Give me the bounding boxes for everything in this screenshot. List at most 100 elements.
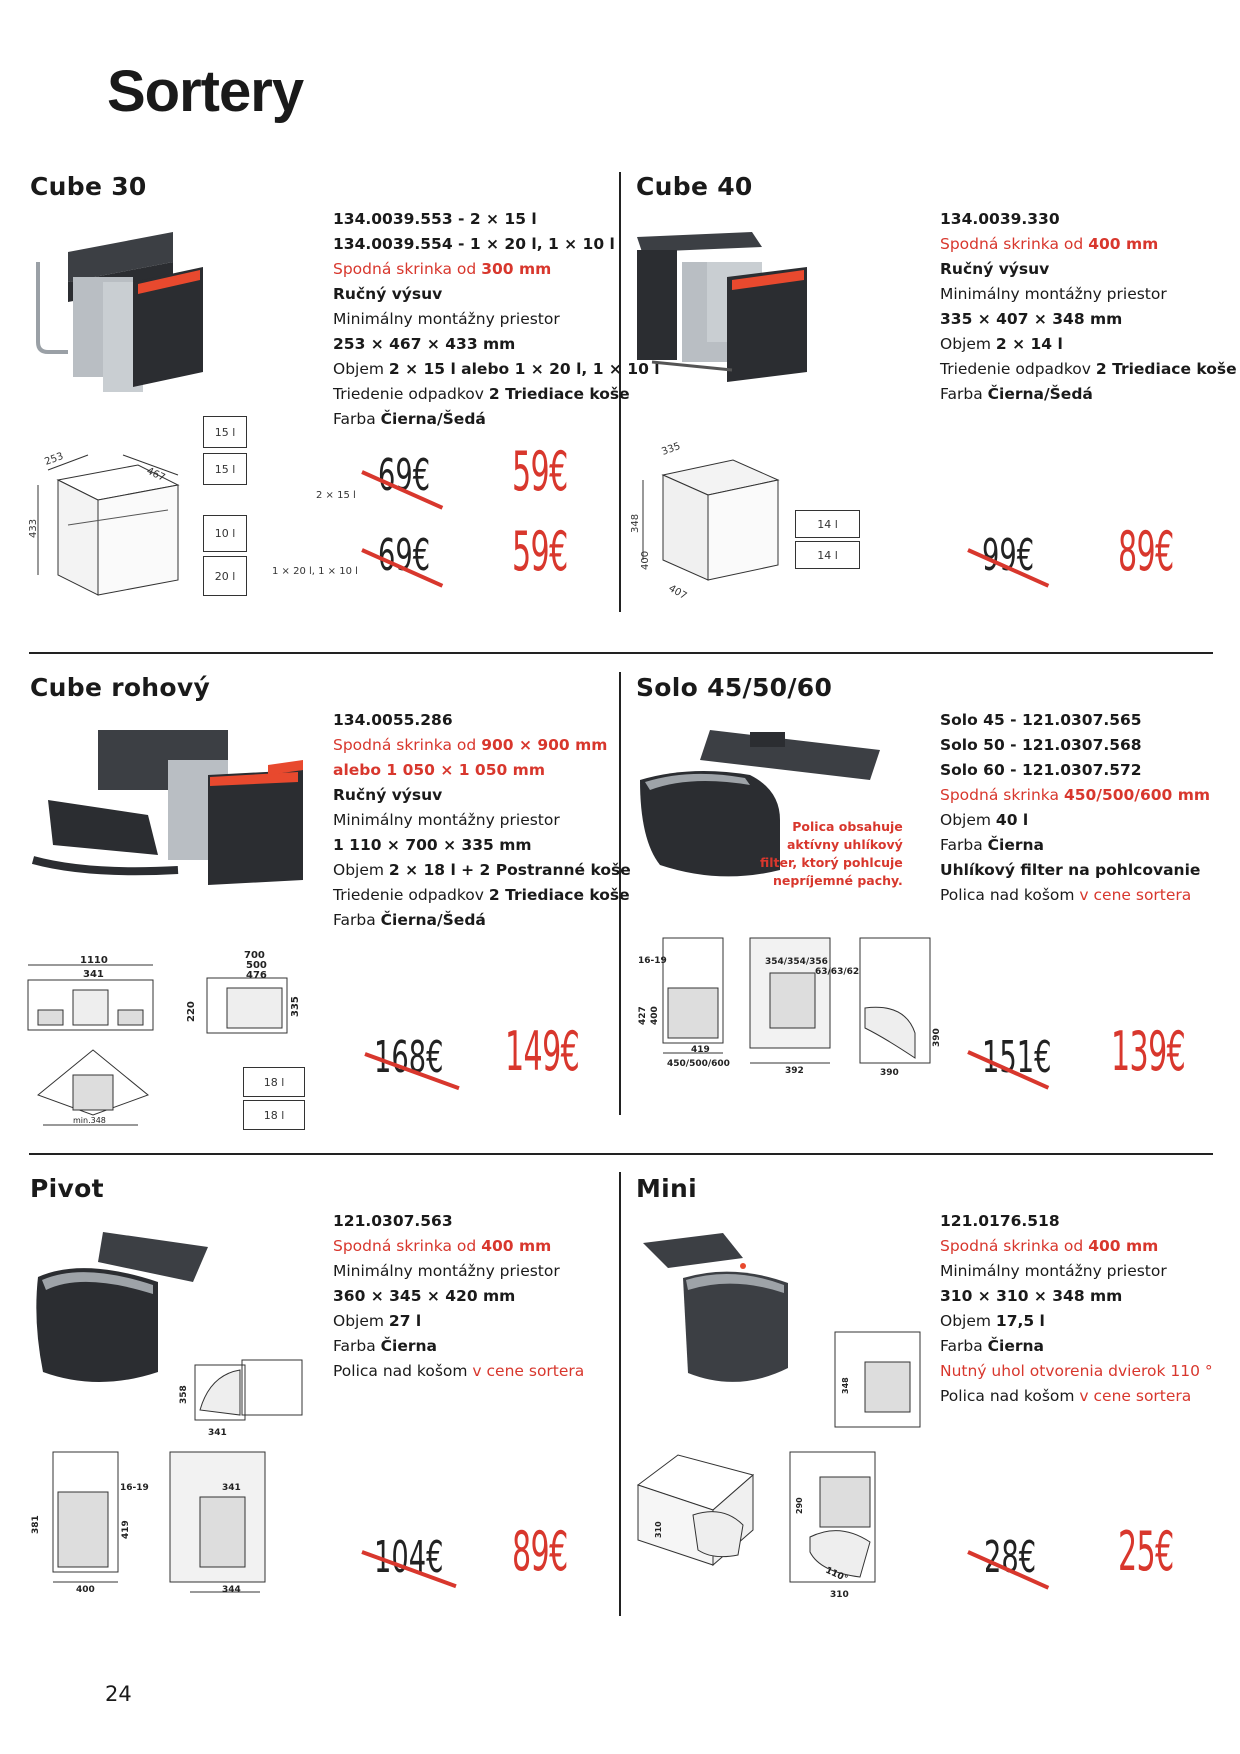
- spec-line: Solo 60 - 121.0307.572: [940, 758, 1210, 783]
- spec-line: Ručný výsuv: [333, 783, 631, 808]
- dimension-drawing: 335 348 407 400: [630, 441, 780, 602]
- row-divider-2: [29, 1153, 1213, 1155]
- spec-line: alebo 1 050 × 1 050 mm: [333, 758, 631, 783]
- spec-line: Objem 2 × 18 l + 2 Postranné koše: [333, 858, 631, 883]
- dim-label: 427: [638, 1006, 648, 1025]
- spec-text: Solo 45 - 121.0307.565: [940, 711, 1142, 729]
- spec-text: Objem: [940, 811, 996, 829]
- old-price: 69€: [378, 530, 431, 581]
- dim-label: 341: [83, 969, 104, 980]
- old-price: 168€: [374, 1032, 444, 1083]
- spec-line: Solo 45 - 121.0307.565: [940, 708, 1210, 733]
- spec-text: Polica nad košom: [940, 1387, 1080, 1405]
- product-title: Cube 30: [30, 172, 147, 201]
- spec-text: Čierna/Šedá: [987, 385, 1093, 403]
- bin-box: 18 l: [243, 1100, 305, 1130]
- spec-line: Farba Čierna/Šedá: [940, 382, 1237, 407]
- spec-text: 134.0055.286: [333, 711, 453, 729]
- dimension-drawing: 1110 341: [27, 955, 154, 1031]
- dim-label: 220: [186, 1001, 197, 1022]
- spec-text: Objem: [940, 1312, 996, 1330]
- spec-text: 40 l: [995, 811, 1029, 829]
- new-price: 139€: [1111, 1020, 1186, 1083]
- spec-text: Spodná skrinka od: [940, 1237, 1089, 1255]
- dim-label: 310: [654, 1521, 663, 1538]
- old-price: 28€: [984, 1532, 1037, 1583]
- dim-label: 344: [222, 1585, 241, 1595]
- bin-config-label: 1 × 20 l, 1 × 10 l: [272, 566, 358, 577]
- dim-label: 467: [145, 466, 167, 484]
- spec-text: Ručný výsuv: [940, 260, 1050, 278]
- spec-text: alebo 1 050 × 1 050 mm: [333, 761, 545, 779]
- spec-line: Solo 50 - 121.0307.568: [940, 733, 1210, 758]
- spec-text: 2 × 18 l + 2 Postranné koše: [388, 861, 631, 879]
- spec-text: Uhlíkový filter na pohlcovanie: [940, 861, 1201, 879]
- bin-box: 14 l: [795, 541, 860, 569]
- spec-text: Spodná skrinka od: [333, 736, 482, 754]
- dim-label: 348: [630, 514, 641, 533]
- spec-text: v cene sortera: [1079, 886, 1192, 904]
- spec-line: Spodná skrinka od 400 mm: [940, 1234, 1213, 1259]
- spec-text: Minimálny montážny priestor: [333, 1262, 560, 1280]
- spec-line: Triedenie odpadkov 2 Triediace koše: [940, 357, 1237, 382]
- spec-line: 335 × 407 × 348 mm: [940, 307, 1237, 332]
- spec-text: Triedenie odpadkov: [333, 886, 489, 904]
- dim-label: 290: [795, 1497, 804, 1514]
- spec-line: 1 110 × 700 × 335 mm: [333, 833, 631, 858]
- column-divider-3: [619, 1172, 621, 1616]
- spec-line: 121.0176.518: [940, 1209, 1213, 1234]
- bin-config-label: 2 × 15 l: [316, 490, 356, 501]
- spec-text: Čierna: [987, 836, 1044, 854]
- dimension-drawing: 341 344: [169, 1451, 266, 1595]
- product-title: Pivot: [30, 1174, 104, 1203]
- dimension-drawing: 310: [636, 1454, 755, 1567]
- new-price: 59€: [512, 520, 568, 583]
- spec-line: Spodná skrinka od 400 mm: [940, 232, 1237, 257]
- spec-line: Farba Čierna: [940, 833, 1210, 858]
- spec-text: Farba: [333, 1337, 381, 1355]
- spec-line: 310 × 310 × 348 mm: [940, 1284, 1213, 1309]
- spec-text: 400 mm: [481, 1237, 552, 1255]
- spec-text: 1 110 × 700 × 335 mm: [333, 836, 532, 854]
- product-image: [36, 232, 203, 392]
- dimension-drawing: 16-19 427 400 419 450/500/600: [638, 937, 730, 1069]
- spec-text: Farba: [333, 410, 381, 428]
- spec-line: Spodná skrinka od 400 mm: [333, 1234, 584, 1259]
- spec-line: 121.0307.563: [333, 1209, 584, 1234]
- spec-line: Minimálny montážny priestor: [333, 1259, 584, 1284]
- spec-line: Objem 27 l: [333, 1309, 584, 1334]
- spec-text: Spodná skrinka od: [333, 1237, 482, 1255]
- dim-label: 1110: [80, 955, 108, 966]
- spec-text: Čierna: [987, 1337, 1044, 1355]
- spec-text: Farba: [940, 1337, 988, 1355]
- spec-text: Farba: [940, 836, 988, 854]
- spec-text: 450/500/600 mm: [1063, 786, 1211, 804]
- dim-label: 400: [640, 551, 651, 570]
- page-title: Sortery: [107, 59, 304, 124]
- dim-label: 450/500/600: [667, 1059, 730, 1069]
- dimension-drawing: 390 390: [859, 937, 942, 1078]
- spec-text: 121.0307.563: [333, 1212, 453, 1230]
- dimension-drawing: 354/354/356 63/63/62 392: [749, 937, 859, 1076]
- dimension-drawing: 16-19 381 419 400: [31, 1451, 149, 1595]
- spec-text: Farba: [333, 911, 381, 929]
- bin-box: 10 l: [203, 515, 247, 552]
- dim-label: 348: [841, 1377, 850, 1394]
- new-price: 59€: [512, 440, 568, 503]
- dim-label: 63/63/62: [815, 967, 859, 977]
- product-title: Solo 45/50/60: [636, 673, 833, 702]
- spec-text: v cene sortera: [1079, 1387, 1192, 1405]
- spec-text: Ručný výsuv: [333, 285, 443, 303]
- dim-label: 400: [76, 1585, 95, 1595]
- spec-line: Polica nad košom v cene sortera: [940, 883, 1210, 908]
- dim-label: 16-19: [120, 1483, 149, 1493]
- dim-label: 341: [222, 1483, 241, 1493]
- spec-text: Objem: [333, 861, 389, 879]
- spec-line: Uhlíkový filter na pohlcovanie: [940, 858, 1210, 883]
